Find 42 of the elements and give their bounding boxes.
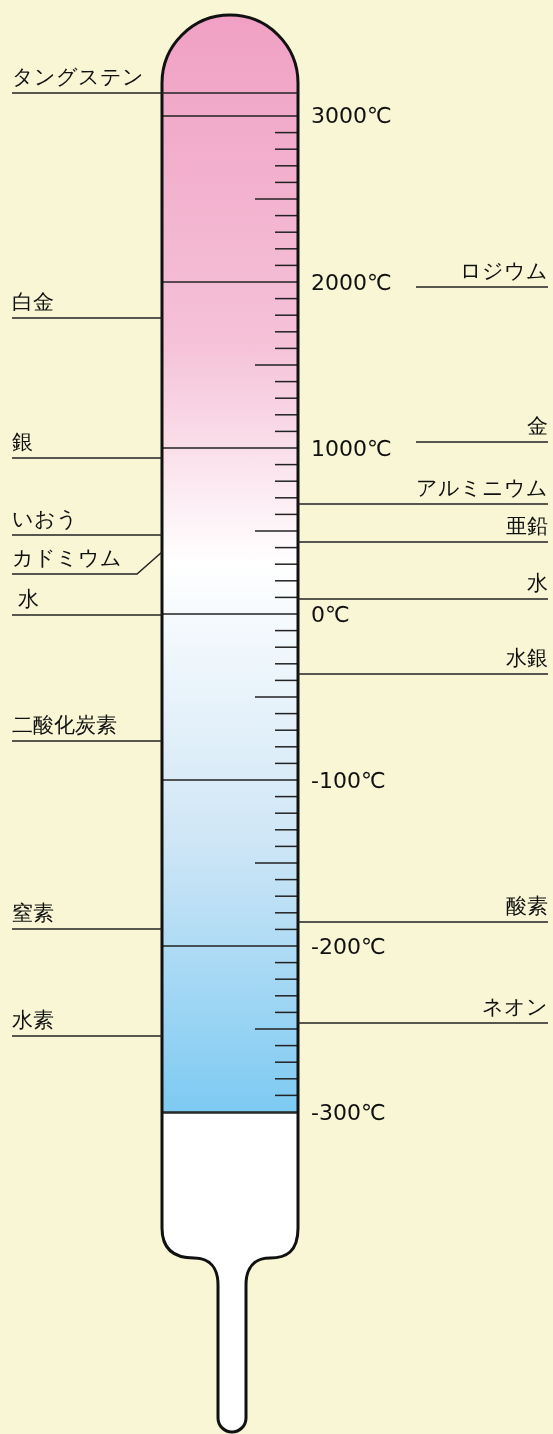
leader-line xyxy=(11,92,299,94)
leader-line xyxy=(297,673,549,675)
leader-line xyxy=(11,928,163,930)
substance-name: 水 xyxy=(527,571,548,595)
substance-name: タングステン xyxy=(12,65,144,89)
leader-line xyxy=(11,457,163,459)
substance-name: ロジウム xyxy=(460,259,548,283)
leader-line xyxy=(11,740,163,742)
leader-line xyxy=(11,551,163,575)
substance-name: 金 xyxy=(527,414,548,438)
substance-name: 水 xyxy=(18,587,39,611)
leader-line xyxy=(11,317,163,319)
leader-line xyxy=(297,541,549,543)
leader-line xyxy=(11,1035,163,1037)
substance-name: カドミウム xyxy=(12,546,122,570)
substance-name: 銀 xyxy=(12,430,33,454)
leader-line xyxy=(415,286,549,288)
substance-name: 二酸化炭素 xyxy=(12,713,117,737)
substance-name: 水素 xyxy=(12,1008,54,1032)
scale-label: 0℃ xyxy=(311,602,350,628)
thermometer-drawing xyxy=(160,13,300,1434)
scale-label: 3000℃ xyxy=(311,103,392,129)
substance-name: いおう xyxy=(12,507,78,531)
leader-line xyxy=(297,1022,549,1024)
scale-label: 1000℃ xyxy=(311,436,392,462)
leader-line xyxy=(415,441,549,443)
substance-name: 窒素 xyxy=(12,901,54,925)
substance-name: 酸素 xyxy=(506,894,548,918)
scale-label: 2000℃ xyxy=(311,270,392,296)
leader-line xyxy=(11,534,163,536)
substance-name: 白金 xyxy=(12,290,54,314)
leader-line xyxy=(11,614,163,616)
substance-name: ネオン xyxy=(482,995,548,1019)
substance-name: アルミニウム xyxy=(416,476,548,500)
leader-line xyxy=(297,598,549,600)
scale-label: -100℃ xyxy=(311,768,386,794)
leader-line xyxy=(297,503,549,505)
scale-label: -200℃ xyxy=(311,934,386,960)
scale-label: -300℃ xyxy=(311,1100,386,1126)
substance-name: 水銀 xyxy=(506,646,548,670)
substance-name: 亜鉛 xyxy=(506,514,548,538)
leader-line xyxy=(297,921,549,923)
